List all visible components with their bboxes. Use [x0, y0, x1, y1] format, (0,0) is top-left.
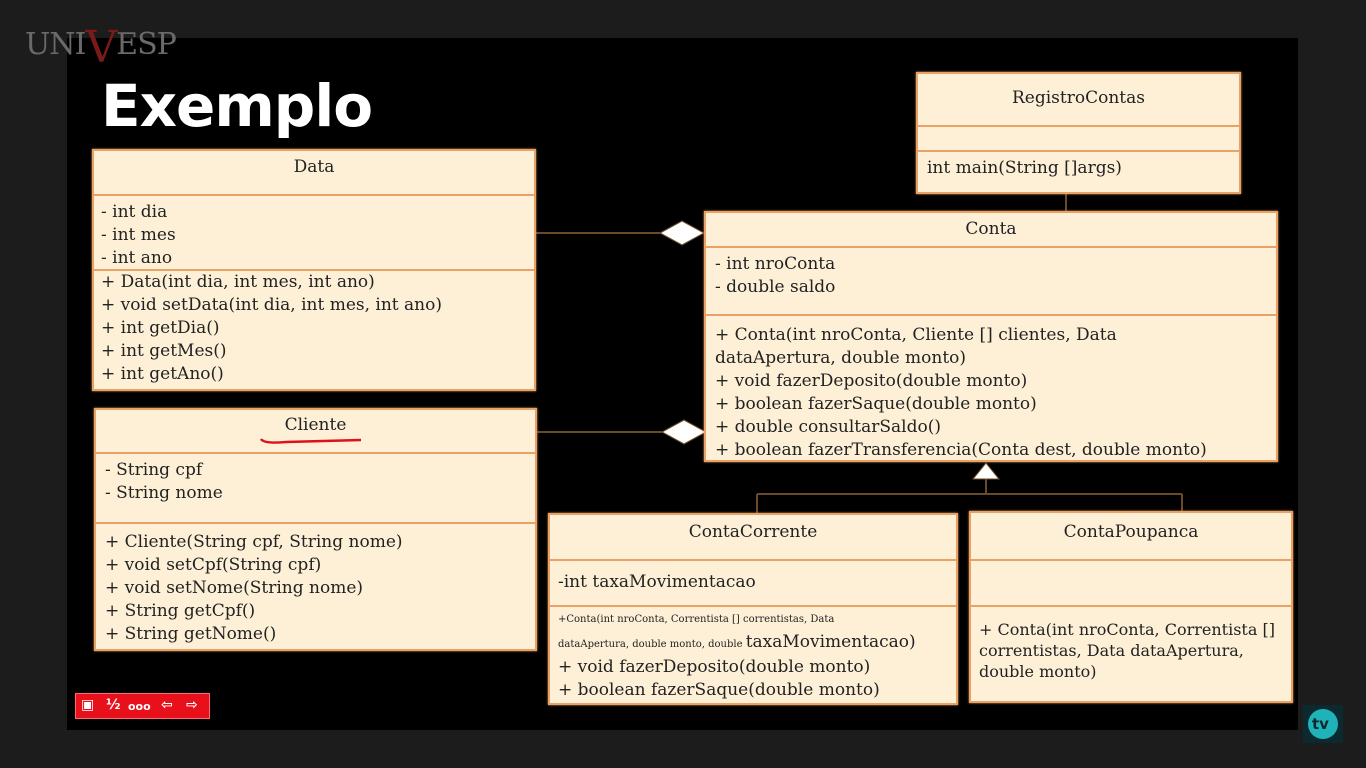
methods-section: int main(String []args): [918, 152, 1239, 180]
constructor-param-big: taxaMovimentacao): [745, 632, 916, 652]
constructor-line: dataApertura, double monto, double taxaM…: [558, 631, 956, 656]
class-contapoupanca: ContaPoupanca + Conta(int nroConta, Corr…: [969, 511, 1293, 703]
method: + int getAno(): [101, 364, 224, 384]
attributes-section: [971, 561, 1291, 607]
method: + String getCpf(): [105, 601, 256, 621]
tv-channel-logo: tv: [1303, 705, 1343, 743]
method: + Cliente(String cpf, String nome): [105, 532, 403, 552]
attribute: -int taxaMovimentacao: [558, 572, 756, 592]
class-name: ContaPoupanca: [971, 513, 1291, 561]
class-conta: Conta - int nroConta - double saldo + Co…: [704, 211, 1278, 462]
method: + boolean fazerSaque(double monto): [558, 680, 880, 700]
method: + void setNome(String nome): [105, 578, 364, 598]
method: + void setCpf(String cpf): [105, 555, 322, 575]
class-contacorrente: ContaCorrente -int taxaMovimentacao +Con…: [548, 513, 958, 705]
constructor-line: +Conta(int nroConta, Correntista [] corr…: [558, 614, 835, 625]
class-cliente: Cliente - String cpf - String nome + Cli…: [94, 408, 537, 651]
aggregation-diamond-cliente: [660, 419, 708, 445]
methods-section: + Data(int dia, int mes, int ano) + void…: [94, 271, 534, 386]
attribute: - double saldo: [715, 277, 836, 297]
methods-section: + Cliente(String cpf, String nome) + voi…: [96, 524, 535, 646]
fraction-icon[interactable]: ½: [106, 697, 121, 713]
method: + String getNome(): [105, 624, 277, 644]
attribute: - int ano: [101, 248, 173, 268]
class-registrocontas: RegistroContas int main(String []args): [916, 72, 1241, 194]
class-data: Data - int dia - int mes - int ano + Dat…: [92, 149, 536, 391]
method: + int getDia(): [101, 318, 220, 338]
method: + Conta(int nroConta, Correntista [] cor…: [979, 620, 1275, 681]
red-underline-annotation: [259, 438, 362, 444]
method: + void fazerDeposito(double monto): [715, 371, 1028, 391]
logo-circle: [1308, 709, 1338, 739]
method: + int getMes(): [101, 341, 227, 361]
attributes-section: - String cpf - String nome: [96, 454, 535, 524]
attribute: - int mes: [101, 225, 176, 245]
prev-arrow-icon[interactable]: ⇦: [161, 697, 173, 713]
screen-icon[interactable]: ▣: [81, 697, 95, 713]
attribute: - String cpf: [105, 460, 203, 480]
univesp-logo: UNIVESP: [25, 22, 177, 73]
class-name: Data: [94, 151, 534, 196]
attributes-section: -int taxaMovimentacao: [550, 561, 956, 607]
methods-section: +Conta(int nroConta, Correntista [] corr…: [550, 607, 956, 702]
method: + boolean fazerTransferencia(Conta dest,…: [715, 440, 1207, 460]
attributes-section: - int nroConta - double saldo: [706, 248, 1276, 316]
class-name: RegistroContas: [918, 74, 1239, 127]
attribute: - int dia: [101, 202, 168, 222]
attributes-section: [918, 127, 1239, 152]
class-name: Cliente: [284, 415, 347, 435]
constructor-params: dataApertura, double monto, double: [558, 639, 746, 650]
method: int main(String []args): [927, 158, 1122, 178]
class-name: ContaCorrente: [550, 515, 956, 561]
presentation-toolbar[interactable]: ▣ ½ ooo ⇦ ⇨: [75, 693, 210, 719]
class-name: Conta: [706, 213, 1276, 248]
method: + boolean fazerSaque(double monto): [715, 394, 1037, 414]
methods-section: + Conta(int nroConta, Cliente [] cliente…: [706, 316, 1276, 462]
aggregation-diamond-data: [658, 220, 706, 246]
next-arrow-icon[interactable]: ⇨: [186, 697, 198, 713]
method: + Conta(int nroConta, Cliente [] cliente…: [715, 325, 1117, 345]
attribute: - int nroConta: [715, 254, 836, 274]
methods-section: + Conta(int nroConta, Correntista [] cor…: [971, 607, 1291, 682]
logo-text: tv: [1312, 715, 1329, 733]
method: + void setData(int dia, int mes, int ano…: [101, 295, 442, 315]
inheritance-triangle: [971, 462, 1001, 480]
attribute: - String nome: [105, 483, 223, 503]
method: dataApertura, double monto): [715, 348, 967, 368]
more-icon[interactable]: ooo: [128, 700, 151, 713]
slide-title: Exemplo: [101, 72, 373, 140]
method: + Data(int dia, int mes, int ano): [101, 272, 375, 292]
attributes-section: - int dia - int mes - int ano: [94, 196, 534, 271]
class-name-section: Cliente: [96, 410, 535, 454]
method: + void fazerDeposito(double monto): [558, 657, 871, 677]
method: + double consultarSaldo(): [715, 417, 942, 437]
